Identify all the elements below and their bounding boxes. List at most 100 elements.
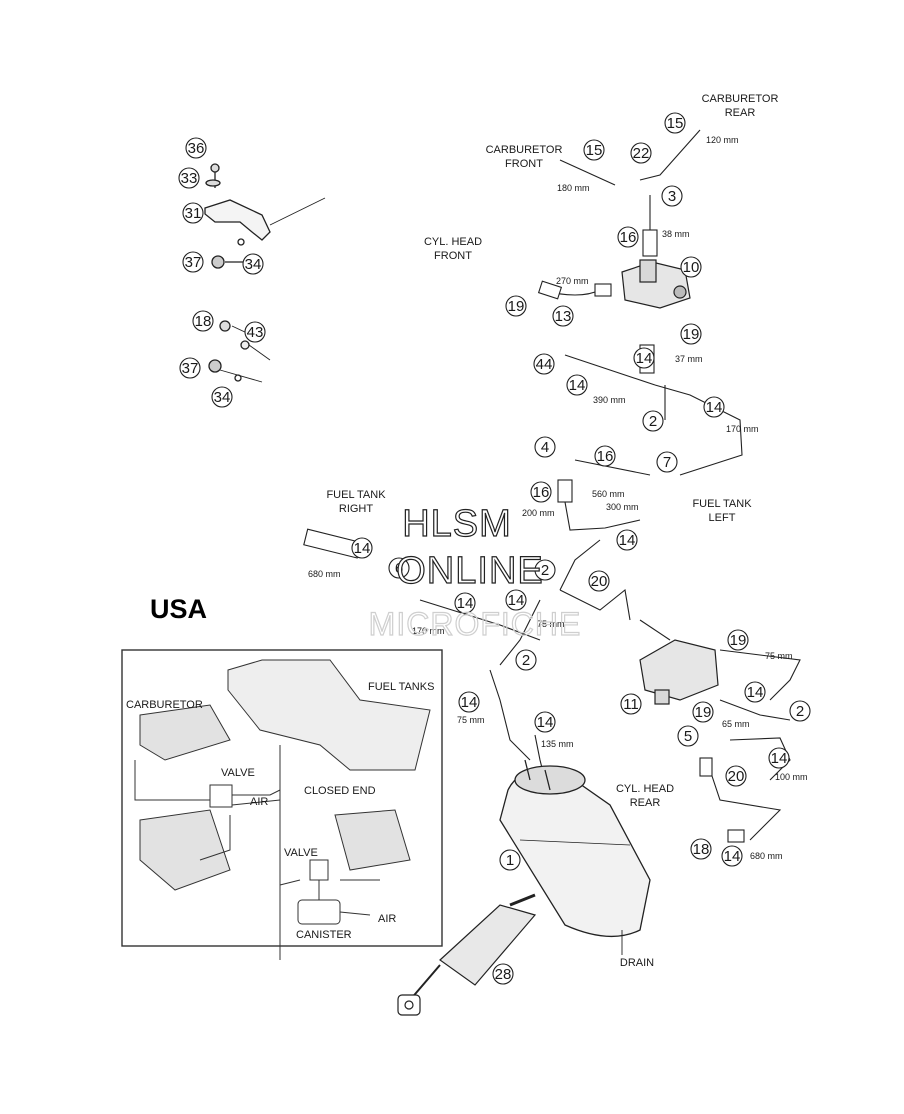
dim-390: 390 mm [593, 395, 626, 405]
hose-lines [303, 129, 801, 843]
label-fuel-tank-right-2: RIGHT [339, 503, 374, 515]
dim-75-c: 75 mm [457, 715, 485, 725]
label-drain: DRAIN [620, 957, 654, 969]
part-14-i: 14 [461, 694, 478, 711]
part-20-b: 20 [728, 768, 745, 785]
part-18-a: 18 [195, 313, 212, 330]
label-cyl-head-front-1: CYL. HEAD [424, 236, 482, 248]
part-14-c: 14 [706, 399, 723, 416]
canister-holder-28 [397, 893, 537, 1016]
part-22: 22 [633, 145, 650, 162]
part-19-b: 19 [683, 326, 700, 343]
inset-air-2: AIR [378, 913, 396, 925]
part-16-b: 16 [597, 448, 614, 465]
part-14-l: 14 [724, 848, 741, 865]
bracket-assembly [204, 163, 326, 383]
part-numbers: 36 33 31 37 34 18 43 37 34 15 15 22 3 16… [181, 115, 805, 983]
part-14-e: 14 [354, 540, 371, 557]
dim-75-a: 75 mm [537, 619, 565, 629]
part-14-k: 14 [771, 750, 788, 767]
part-31: 31 [185, 205, 202, 222]
part-14-d: 14 [619, 532, 636, 549]
dim-170-b: 170 mm [412, 626, 445, 636]
part-2-d: 2 [796, 703, 804, 720]
part-13: 13 [555, 308, 572, 325]
part-callouts [178, 112, 811, 985]
part-28: 28 [495, 966, 512, 983]
dim-120: 120 mm [706, 135, 739, 145]
part-37-b: 37 [182, 360, 199, 377]
watermark-line-2: ONLINE [396, 550, 543, 592]
label-cyl-head-rear-2: REAR [630, 797, 661, 809]
inset-air-1: AIR [250, 796, 268, 808]
part-37-a: 37 [185, 254, 202, 271]
dim-75-b: 75 mm [765, 651, 793, 661]
part-7: 7 [663, 454, 671, 471]
part-15-b: 15 [586, 142, 603, 159]
dim-300: 300 mm [606, 502, 639, 512]
part-11: 11 [623, 696, 639, 713]
label-carb-front-1: CARBURETOR [486, 144, 563, 156]
dim-180: 180 mm [557, 183, 590, 193]
part-5: 5 [684, 728, 692, 745]
part-14-f: 14 [457, 595, 474, 612]
inset-valve-2: VALVE [284, 847, 318, 859]
vacuum-valve-10 [621, 259, 691, 309]
part-2-a: 2 [649, 413, 657, 430]
dim-680-b: 680 mm [750, 851, 783, 861]
label-carb-rear-2: REAR [725, 107, 756, 119]
part-44: 44 [536, 356, 553, 373]
location-labels: CARBURETOR REAR CARBURETOR FRONT CYL. HE… [326, 93, 778, 969]
label-cyl-head-rear-1: CYL. HEAD [616, 783, 674, 795]
label-carb-rear-1: CARBURETOR [702, 93, 779, 105]
inset-closed-end: CLOSED END [304, 785, 376, 797]
vacuum-valve-11 [639, 639, 719, 705]
watermark-line-3: MICROFICHE [369, 606, 582, 642]
inset-valve-1: VALVE [221, 767, 255, 779]
dim-560: 560 mm [592, 489, 625, 499]
part-33: 33 [181, 170, 198, 187]
part-19-c: 19 [730, 632, 747, 649]
label-carb-front-2: FRONT [505, 158, 543, 170]
part-4: 4 [541, 439, 549, 456]
dim-38: 38 mm [662, 229, 690, 239]
part-10: 10 [683, 259, 700, 276]
inset-schematic [121, 649, 443, 960]
dim-680-a: 680 mm [308, 569, 341, 579]
watermark: HLSM ONLINE MICROFICHE [368, 502, 582, 642]
dimension-labels: 120 mm 180 mm 38 mm 270 mm 37 mm 390 mm … [308, 135, 808, 861]
dim-135: 135 mm [541, 739, 574, 749]
label-cyl-head-front-2: FRONT [434, 250, 472, 262]
part-34-a: 34 [245, 256, 262, 273]
part-14-h: 14 [747, 684, 764, 701]
part-2-b: 2 [541, 562, 549, 579]
part-18-b: 18 [693, 841, 710, 858]
dim-170-a: 170 mm [726, 424, 759, 434]
part-14-j: 14 [537, 714, 554, 731]
label-fuel-tank-left-2: LEFT [709, 512, 736, 524]
part-43: 43 [247, 324, 264, 341]
inset-canister: CANISTER [296, 929, 352, 941]
part-6: 6 [395, 560, 403, 577]
inset-carburetor: CARBURETOR [126, 699, 203, 711]
part-16-a: 16 [620, 229, 637, 246]
part-14-a: 14 [636, 350, 653, 367]
part-15-a: 15 [667, 115, 684, 132]
label-fuel-tank-right-1: FUEL TANK [326, 489, 386, 501]
dim-200: 200 mm [522, 508, 555, 518]
dim-37: 37 mm [675, 354, 703, 364]
charcoal-canister [499, 759, 651, 955]
inset-fuel-tanks: FUEL TANKS [368, 681, 434, 693]
dim-270: 270 mm [556, 276, 589, 286]
part-3: 3 [668, 188, 676, 205]
dim-100: 100 mm [775, 772, 808, 782]
watermark-line-1: HLSM [402, 503, 512, 545]
part-1: 1 [506, 852, 514, 869]
region-label-usa: USA [150, 594, 207, 624]
part-16-c: 16 [533, 484, 550, 501]
part-19-d: 19 [695, 704, 712, 721]
part-34-b: 34 [214, 389, 231, 406]
inset-labels: FUEL TANKS CARBURETOR VALVE AIR CLOSED E… [126, 681, 434, 941]
part-20-a: 20 [591, 573, 608, 590]
